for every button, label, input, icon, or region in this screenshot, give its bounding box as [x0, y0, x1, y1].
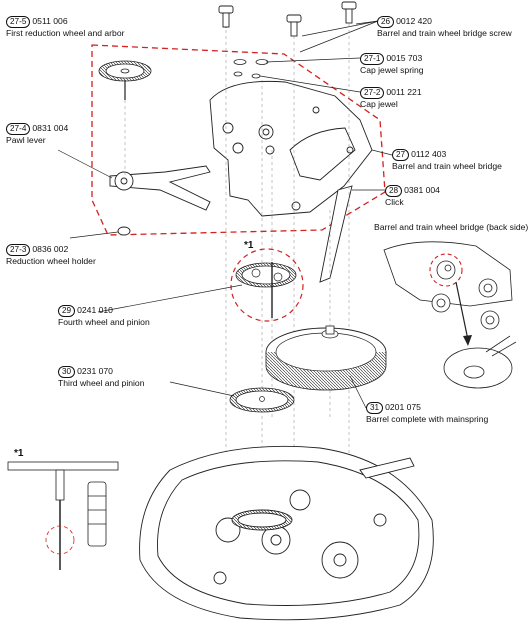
pinion-detail-icon: [7, 461, 119, 570]
back-side-caption: Barrel and train wheel bridge (back side…: [374, 222, 529, 232]
back-side-jewel-detail-icon: [443, 335, 517, 389]
cap-jewel-spring-icon: [233, 59, 269, 79]
bridge-icon: [209, 80, 373, 217]
third-wheel-icon: [229, 387, 295, 413]
screw-icon: [341, 1, 357, 24]
detail-marker: *1: [244, 240, 254, 251]
bridge-back-side-icon: [383, 241, 513, 330]
bridge-group-outline: [91, 44, 386, 236]
screw-icon: [218, 5, 234, 28]
fourth-wheel-icon: [235, 262, 297, 318]
reduction-wheel-holder-icon: [117, 226, 131, 236]
screw-icon: [286, 14, 302, 37]
barrel-icon: [265, 325, 387, 391]
first-reduction-wheel-icon: [98, 60, 152, 100]
back-side-highlight-circle: [429, 253, 463, 287]
detail-marker-callout: *1: [14, 448, 24, 459]
movement-main-plate-icon: [139, 445, 434, 621]
pawl-lever-icon: [109, 165, 211, 211]
detail-highlight-circle: [230, 248, 304, 322]
